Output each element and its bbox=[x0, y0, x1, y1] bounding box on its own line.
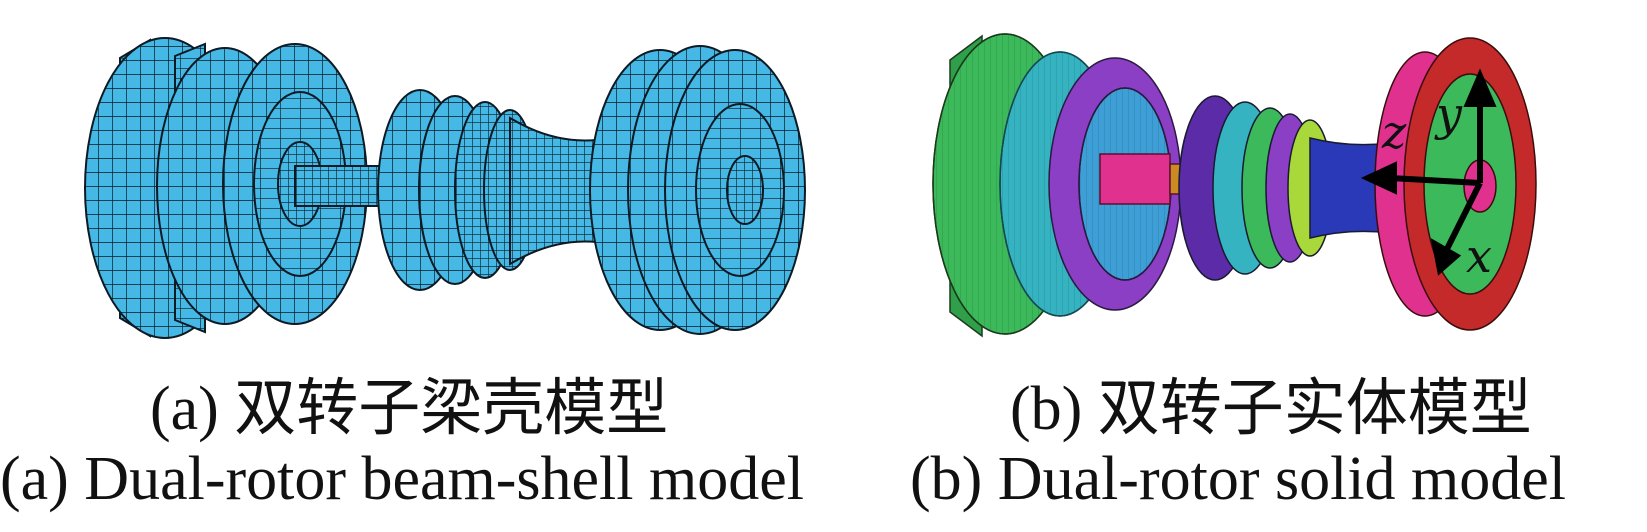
beam-shell-model-figure bbox=[84, 37, 806, 339]
solid-model-figure: z y x bbox=[932, 33, 1537, 338]
axis-label-y: y bbox=[1434, 87, 1463, 141]
axis-label-x: x bbox=[1466, 229, 1492, 283]
panel-solid-model: z y x (b) 双转子实体模型 (b) Dual-rotor solid m… bbox=[870, 0, 1647, 532]
right-disk-stack bbox=[589, 45, 806, 335]
caption-cn-a: (a) 双转子梁壳模型 bbox=[150, 375, 669, 443]
caption-cn-b: (b) 双转子实体模型 bbox=[1010, 375, 1532, 443]
caption-en-b: (b) Dual-rotor solid model bbox=[910, 445, 1567, 513]
axis-label-z: z bbox=[1381, 105, 1407, 159]
middle-drum bbox=[377, 89, 627, 291]
panel-beam-shell-model: (a) 双转子梁壳模型 (a) Dual-rotor beam-shell mo… bbox=[0, 37, 806, 513]
caption-en-a: (a) Dual-rotor beam-shell model bbox=[0, 445, 804, 513]
coordinate-axes bbox=[1360, 68, 1497, 276]
solid-middle-stages bbox=[1178, 95, 1405, 281]
